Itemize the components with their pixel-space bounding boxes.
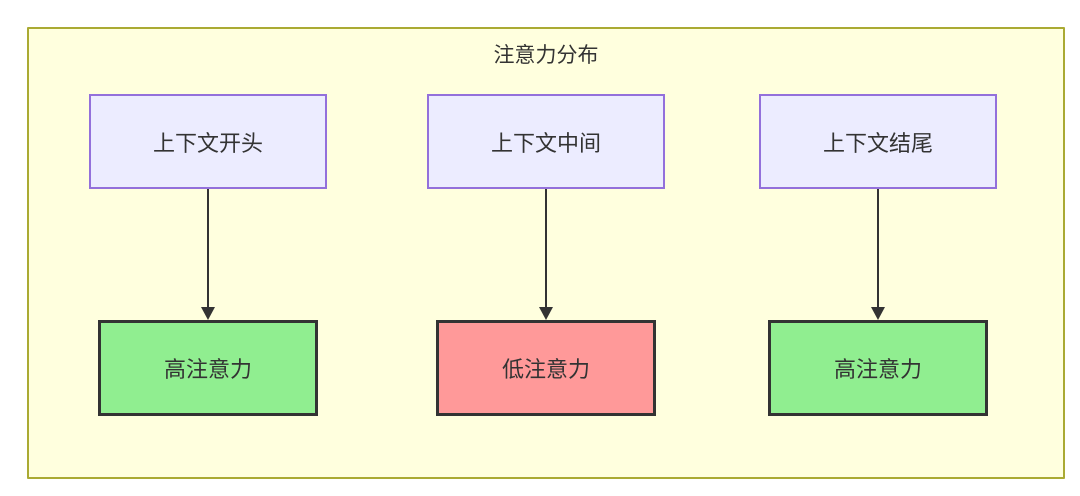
- down-arrow-icon: [539, 189, 553, 320]
- node-high-attention-2: 高注意力: [768, 320, 988, 416]
- flow-column-context-start: 上下文开头 高注意力: [88, 94, 328, 416]
- node-context-end-label: 上下文结尾: [822, 130, 933, 156]
- node-context-start-label: 上下文开头: [152, 130, 263, 156]
- down-arrow-icon: [201, 189, 215, 320]
- arrow-shaft: [207, 189, 209, 307]
- node-high-attention-2-label: 高注意力: [833, 357, 922, 382]
- arrow-shaft: [877, 189, 879, 307]
- arrowhead-icon: [201, 307, 215, 320]
- node-context-end: 上下文结尾: [759, 94, 997, 189]
- node-high-attention-1: 高注意力: [98, 320, 318, 416]
- node-high-attention-1-label: 高注意力: [163, 357, 252, 382]
- node-context-middle: 上下文中间: [427, 94, 665, 189]
- down-arrow-icon: [871, 189, 885, 320]
- flow-column-context-middle: 上下文中间 低注意力: [426, 94, 666, 416]
- flow-column-context-end: 上下文结尾 高注意力: [758, 94, 998, 416]
- node-low-attention: 低注意力: [436, 320, 656, 416]
- node-context-middle-label: 上下文中间: [490, 130, 601, 156]
- diagram-title: 注意力分布: [493, 44, 599, 67]
- node-low-attention-label: 低注意力: [501, 357, 590, 382]
- arrowhead-icon: [539, 307, 553, 320]
- arrowhead-icon: [871, 307, 885, 320]
- node-context-start: 上下文开头: [89, 94, 327, 189]
- arrow-shaft: [545, 189, 547, 307]
